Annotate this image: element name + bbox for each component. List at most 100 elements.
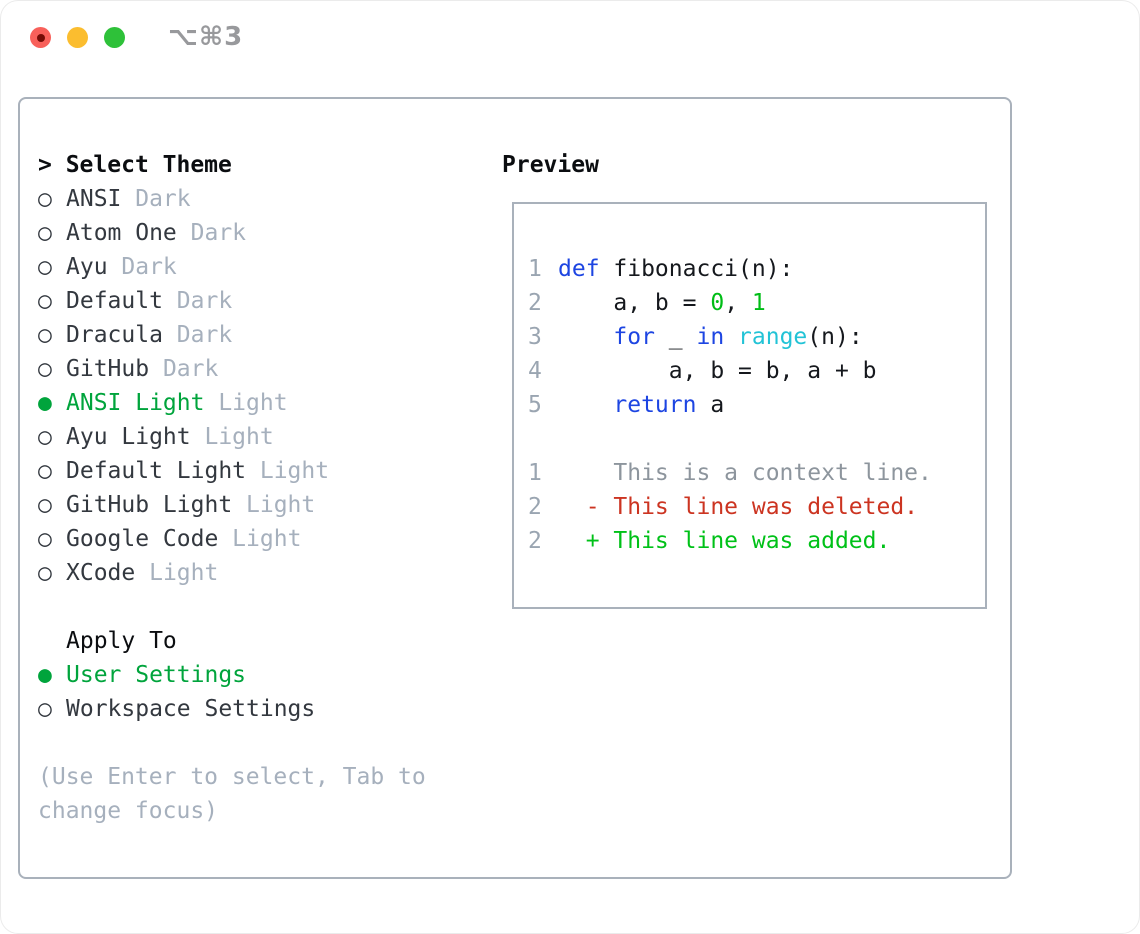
code-token-plain: (n):	[807, 324, 863, 350]
focus-caret-icon: >	[38, 152, 66, 178]
theme-option-label: Ayu	[66, 254, 108, 280]
theme-option-label: Default	[66, 288, 163, 314]
theme-option-google-code[interactable]: ○ Google Code Light	[38, 522, 329, 556]
radio-unselected-icon: ○	[38, 696, 52, 722]
zoom-button[interactable]	[104, 27, 125, 48]
preview-header: Preview	[502, 152, 599, 178]
apply-to-list: ● User Settings○ Workspace Settings	[38, 658, 315, 726]
code-token-plain: a, b =	[558, 290, 711, 316]
theme-option-label: GitHub Light	[66, 492, 233, 518]
radio-unselected-icon: ○	[38, 220, 52, 246]
code-token-plain: _	[654, 324, 697, 350]
theme-option-ansi[interactable]: ○ ANSI Dark	[38, 182, 329, 216]
main-panel: > Select Theme ○ ANSI Dark○ Atom One Dar…	[18, 97, 1012, 879]
code-line: 4 a, b = b, a + b	[528, 354, 985, 388]
blank-line	[528, 422, 985, 456]
code-token-number: 1	[751, 290, 766, 316]
minimize-button[interactable]	[67, 27, 88, 48]
close-button[interactable]	[30, 27, 51, 48]
code-line: 3 for _ in range(n):	[528, 320, 985, 354]
theme-variant-tag: Light	[135, 560, 219, 586]
theme-variant-tag: Light	[218, 526, 302, 552]
code-token-plain	[558, 320, 613, 354]
theme-list: ○ ANSI Dark○ Atom One Dark○ Ayu Dark○ De…	[38, 182, 329, 590]
theme-option-label: Atom One	[66, 220, 177, 246]
theme-option-dracula[interactable]: ○ Dracula Dark	[38, 318, 329, 352]
theme-option-ansi-light[interactable]: ● ANSI Light Light	[38, 386, 329, 420]
line-number: 1	[528, 256, 542, 282]
radio-unselected-icon: ○	[38, 424, 52, 450]
radio-unselected-icon: ○	[38, 526, 52, 552]
theme-variant-tag: Light	[246, 458, 330, 484]
theme-option-ayu-light[interactable]: ○ Ayu Light Light	[38, 420, 329, 454]
radio-unselected-icon: ○	[38, 356, 52, 382]
code-token-keyword: in	[696, 324, 725, 350]
traffic-lights	[30, 27, 125, 48]
line-number: 3	[528, 324, 542, 350]
apply-option-user-settings[interactable]: ● User Settings	[38, 658, 315, 692]
code-line: 2 a, b = 0, 1	[528, 286, 985, 320]
line-number: 2	[528, 528, 542, 554]
window-title: ⌥⌘3	[168, 22, 244, 52]
apply-to-header: Apply To	[66, 628, 177, 654]
code-line: 5 return a	[528, 388, 985, 422]
diff-text-deleted: - This line was deleted.	[558, 494, 919, 520]
theme-option-xcode[interactable]: ○ XCode Light	[38, 556, 329, 590]
theme-variant-tag: Dark	[107, 254, 177, 280]
radio-unselected-icon: ○	[38, 560, 52, 586]
theme-variant-tag: Dark	[162, 288, 233, 314]
theme-option-github-light[interactable]: ○ GitHub Light Light	[38, 488, 329, 522]
line-number: 2	[528, 494, 542, 520]
hint-line: (Use Enter to select, Tab to	[38, 764, 426, 790]
apply-option-workspace-settings[interactable]: ○ Workspace Settings	[38, 692, 315, 726]
title-bar: ⌥⌘3	[0, 0, 1140, 97]
keyboard-hint: (Use Enter to select, Tab to change focu…	[38, 760, 426, 828]
theme-option-label: Default Light	[66, 458, 247, 484]
theme-option-label: ANSI	[66, 186, 122, 212]
radio-unselected-icon: ○	[38, 322, 52, 348]
theme-variant-tag: Light	[190, 424, 274, 450]
select-theme-header: > Select Theme	[38, 148, 232, 182]
theme-variant-tag: Dark	[149, 356, 219, 382]
theme-variant-tag: Dark	[176, 220, 247, 246]
theme-option-label: Google Code	[66, 526, 219, 552]
code-token-number: 0	[710, 290, 725, 316]
diff-line-context: 1 This is a context line.	[528, 456, 985, 490]
diff-text-context: This is a context line.	[558, 460, 932, 486]
line-number: 1	[528, 460, 542, 486]
code-token-plain	[724, 320, 738, 354]
theme-option-label: GitHub	[66, 356, 150, 382]
code-token-keyword: return	[613, 392, 697, 418]
diff-line-deleted: 2 - This line was deleted.	[528, 490, 985, 524]
code-token-builtin: range	[738, 324, 808, 350]
radio-unselected-icon: ○	[38, 288, 52, 314]
theme-option-label: Dracula	[66, 322, 163, 348]
theme-variant-tag: Light	[232, 492, 316, 518]
diff-line-added: 2 + This line was added.	[528, 524, 985, 558]
hint-line: change focus)	[38, 798, 219, 824]
theme-option-default-light[interactable]: ○ Default Light Light	[38, 454, 329, 488]
radio-unselected-icon: ○	[38, 254, 52, 280]
radio-unselected-icon: ○	[38, 458, 52, 484]
code-token-plain: a	[696, 392, 725, 418]
theme-option-default[interactable]: ○ Default Dark	[38, 284, 329, 318]
diff-text-added: + This line was added.	[558, 528, 891, 554]
radio-unselected-icon: ○	[38, 186, 52, 212]
theme-variant-tag: Dark	[162, 322, 233, 348]
theme-option-label: XCode	[66, 560, 136, 586]
code-token-keyword: for	[613, 324, 655, 350]
apply-option-label: User Settings	[66, 662, 247, 688]
line-number: 4	[528, 358, 542, 384]
theme-option-atom-one[interactable]: ○ Atom One Dark	[38, 216, 329, 250]
theme-option-github[interactable]: ○ GitHub Dark	[38, 352, 329, 386]
code-token-keyword: def	[558, 256, 600, 282]
code-token-plain: a, b = b, a + b	[558, 358, 877, 384]
apply-option-label: Workspace Settings	[66, 696, 316, 722]
theme-option-label: ANSI Light	[66, 390, 205, 416]
theme-option-ayu[interactable]: ○ Ayu Dark	[38, 250, 329, 284]
radio-unselected-icon: ○	[38, 492, 52, 518]
radio-selected-icon: ●	[38, 390, 52, 416]
